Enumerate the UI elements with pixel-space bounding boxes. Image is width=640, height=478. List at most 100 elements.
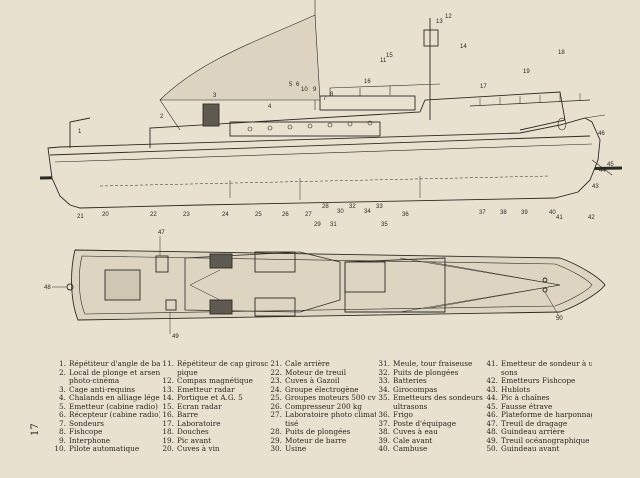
callout-6: 6 xyxy=(296,82,300,88)
legend-item: 48.Guindeau arrière xyxy=(484,428,592,437)
legend-item: 30.Usine xyxy=(268,445,376,454)
legend-text: Puits de plongées xyxy=(393,368,459,377)
callout-21: 21 xyxy=(77,214,84,220)
callout-40: 40 xyxy=(549,210,556,216)
forward-deck xyxy=(344,257,446,313)
legend-item: 43.Hublots xyxy=(484,386,592,395)
legend-item: 40.Cambuse xyxy=(376,445,484,454)
hull-outline xyxy=(47,117,601,209)
legend-number: 46. xyxy=(486,411,498,419)
legend-text: Pic à chaînes xyxy=(501,394,550,402)
legend-text: Cage anti-requins xyxy=(69,385,135,394)
callout-9: 9 xyxy=(313,87,317,93)
legend-text: Sondeurs xyxy=(69,419,105,428)
fore-railing xyxy=(469,99,591,107)
legend-text: Émetteurs des sondeurs à xyxy=(393,394,484,402)
legend-column-2: 11.Répétiteur de cap giroscopiquepique12… xyxy=(160,360,268,470)
callout-7: 7 xyxy=(323,96,327,102)
legend-number: 5. xyxy=(59,402,66,411)
legend-item: 31.Meule, tour fraiseuse xyxy=(376,360,484,369)
deck-block-2 xyxy=(209,299,233,315)
dredge-winch xyxy=(155,255,169,273)
legend-item: 15.Écran radar xyxy=(160,403,268,412)
legend-text: Émetteur radar xyxy=(177,385,235,394)
callout-16: 16 xyxy=(364,79,371,85)
legend-item: 20.Cuves à vin xyxy=(160,445,268,454)
legend-item: 21.Cale arrière xyxy=(268,360,376,369)
legend-item: 32.Puits de plongées xyxy=(376,369,484,378)
legend-item: 38.Cuves à eau xyxy=(376,428,484,437)
legend-item: 28.Puits de plongées xyxy=(268,428,376,437)
legend-item: ultrasons xyxy=(376,403,484,412)
legend-text: Récepteur (cabine radio) xyxy=(69,411,160,419)
legend-item: 14.Portique et A.G. 5 xyxy=(160,394,268,403)
legend-number: 2. xyxy=(59,368,66,377)
callout-41: 41 xyxy=(556,215,563,221)
legend-number: 34. xyxy=(378,385,390,394)
legend-number: 25. xyxy=(270,394,282,402)
legend-number: 21. xyxy=(270,360,282,368)
callout-48: 48 xyxy=(44,285,51,291)
callout-42: 42 xyxy=(588,215,595,221)
legend-item: 50.Guindeau avant xyxy=(484,445,592,454)
legend-item: 44.Pic à chaînes xyxy=(484,394,592,403)
legend-item: 17.Laboratoire xyxy=(160,420,268,429)
oceanographic-winch xyxy=(165,299,177,311)
callout-3: 3 xyxy=(213,93,217,99)
legend-number: 27. xyxy=(270,411,282,419)
legend-number: 32. xyxy=(378,368,390,377)
legend-item: 24.Groupe électrogène xyxy=(268,386,376,395)
legend-text: Cale avant xyxy=(393,436,433,445)
legend-number: 35. xyxy=(378,394,390,402)
legend-text: Répétiteur d'angle de barre xyxy=(69,360,160,368)
legend-text: Guindeau avant xyxy=(501,445,560,453)
legend-item: photo-cinéma xyxy=(52,377,160,386)
legend-number: 14. xyxy=(162,394,174,402)
callout-47: 47 xyxy=(158,230,165,236)
legend-item: tisé xyxy=(268,420,376,429)
legend-text: Compresseur 200 kg xyxy=(285,402,363,411)
legend-text: Treuil océanographique xyxy=(501,436,590,445)
legend-text: Écran radar xyxy=(177,402,222,411)
legend-item: 33.Batteries xyxy=(376,377,484,386)
legend-text: Pilote automatique xyxy=(69,445,140,453)
legend-item: 7.Sondeurs xyxy=(52,420,160,429)
callout-11: 11 xyxy=(380,58,387,64)
legend-text: Treuil de dragage xyxy=(501,419,568,428)
legend-number: 28. xyxy=(270,428,282,436)
callout-12: 12 xyxy=(445,14,452,20)
legend-number: 19. xyxy=(162,436,174,445)
legend-text: Laboratoire xyxy=(177,419,221,428)
callout-23: 23 xyxy=(183,212,190,218)
callout-20: 20 xyxy=(102,212,109,218)
legend-text: Hublots xyxy=(501,385,531,394)
callout-29: 29 xyxy=(314,222,321,228)
legend-number: 8. xyxy=(59,428,66,436)
legend-item: 47.Treuil de dragage xyxy=(484,420,592,429)
legend-item: 13.Émetteur radar xyxy=(160,386,268,395)
legend-number: 36. xyxy=(378,411,390,419)
legend-item: 10.Pilote automatique xyxy=(52,445,160,454)
portholes xyxy=(247,117,567,132)
legend-item: 18.Douches xyxy=(160,428,268,437)
callout-4: 4 xyxy=(268,104,272,110)
legend-text: Moteur de treuil xyxy=(285,368,347,377)
legend-item: 49.Treuil océanographique xyxy=(484,437,592,446)
legend-number: 16. xyxy=(162,411,174,419)
legend-number: 42. xyxy=(486,377,498,385)
legend-number: 15. xyxy=(162,402,174,411)
legend-number: 38. xyxy=(378,428,390,436)
legend-text: Douches xyxy=(177,428,209,436)
legend-number: 23. xyxy=(270,377,282,385)
legend-text: Fausse étrave xyxy=(501,402,553,411)
legend-number: 26. xyxy=(270,402,282,411)
legend-item: 46.Plateforme de harponnage xyxy=(484,411,592,420)
legend-item: 2.Local de plonge et arsenal xyxy=(52,369,160,378)
callout-35: 35 xyxy=(381,222,388,228)
callout-24: 24 xyxy=(222,212,229,218)
deck-block-1 xyxy=(209,253,233,269)
main-deck-line xyxy=(49,135,591,156)
